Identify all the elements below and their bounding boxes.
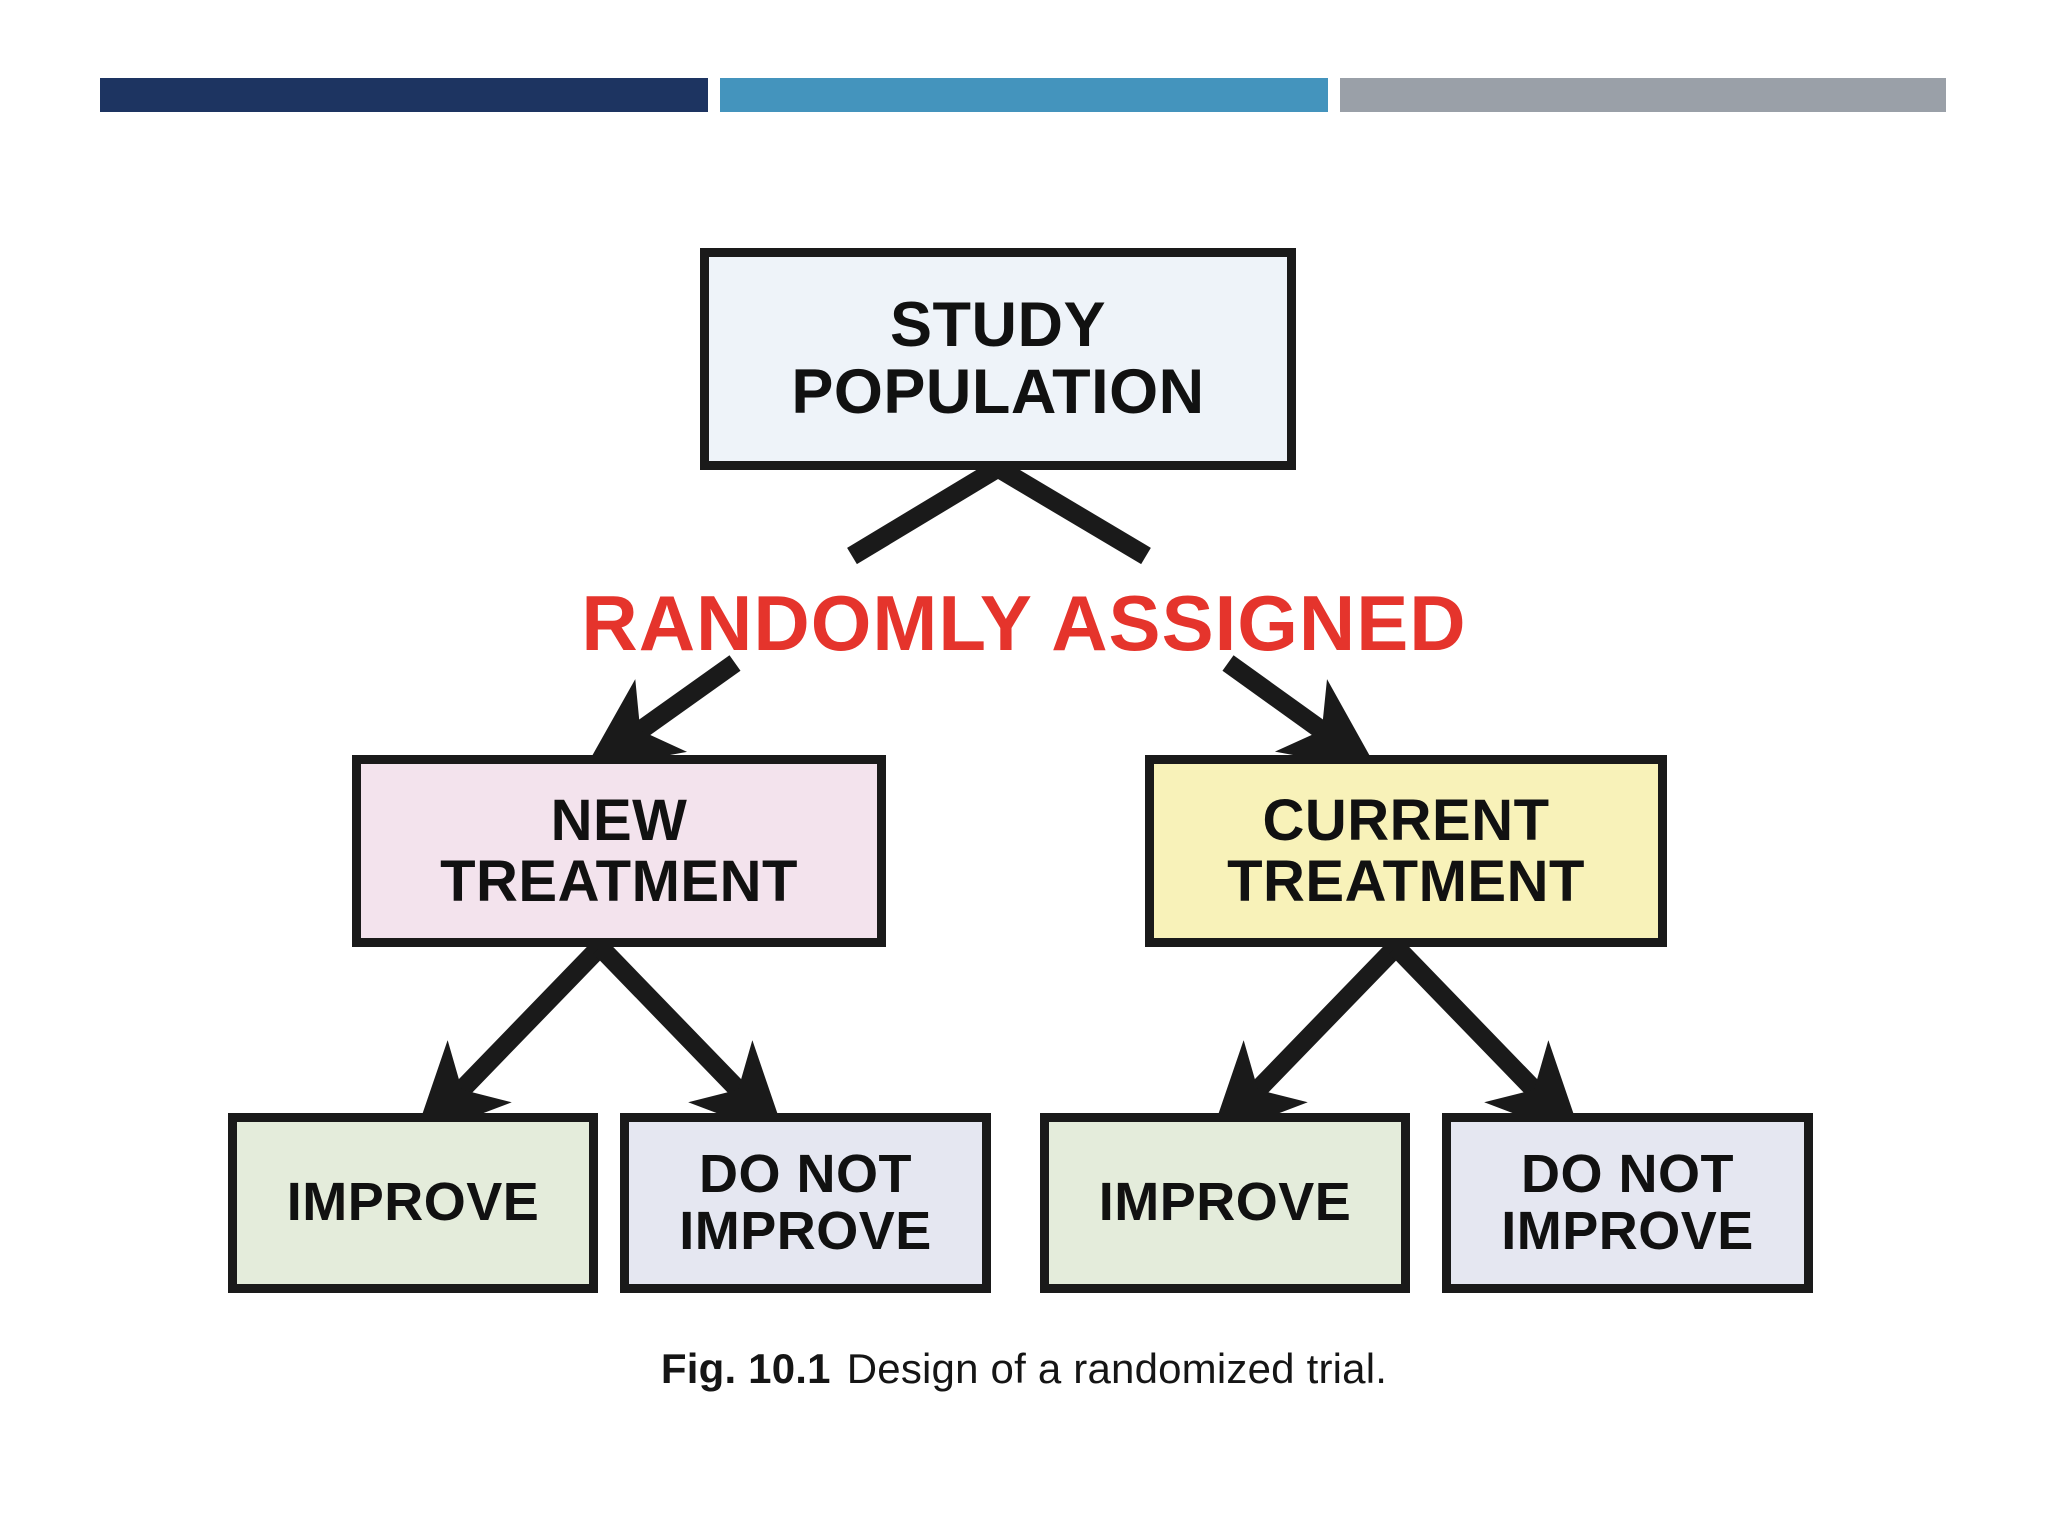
node-do-not-improve-new-line2: IMPROVE [679, 1201, 932, 1261]
header-bar-blue [720, 78, 1328, 112]
node-do-not-improve-new-line1: DO NOT [698, 1143, 912, 1204]
figure-caption-number: Fig. 10.1 [660, 1345, 831, 1392]
node-improve-current-treatment-label: IMPROVE [1098, 1172, 1352, 1233]
node-do-not-improve-current-treatment-label: DO NOT IMPROVE [1501, 1143, 1754, 1261]
header-bar-gray [1340, 78, 1946, 112]
edge-current-treatment-to-do-not-improve [1389, 940, 1583, 1140]
node-study-population: STUDY POPULATION [700, 248, 1296, 470]
node-study-population-label: STUDY POPULATION [791, 292, 1204, 426]
figure-caption: Fig. 10.1 Design of a randomized trial. [0, 1345, 2048, 1393]
node-improve-current-treatment: IMPROVE [1040, 1113, 1410, 1293]
node-new-treatment-label: NEW TREATMENT [440, 787, 798, 914]
node-study-population-line2: POPULATION [791, 357, 1205, 427]
node-new-treatment: NEW TREATMENT [352, 755, 886, 947]
node-improve-new-treatment: IMPROVE [228, 1113, 598, 1293]
header-rule-band [0, 0, 2048, 140]
edge-study-to-randomization [847, 459, 1151, 565]
node-do-not-improve-new-treatment: DO NOT IMPROVE [620, 1113, 991, 1293]
edge-new-treatment-to-do-not-improve [593, 940, 787, 1140]
node-do-not-improve-current-line2: IMPROVE [1501, 1201, 1754, 1261]
edge-randomized-to-current-treatment [1222, 655, 1379, 771]
node-current-treatment-line2: TREATMENT [1227, 849, 1585, 914]
node-do-not-improve-new-treatment-label: DO NOT IMPROVE [679, 1143, 932, 1261]
node-do-not-improve-current-treatment: DO NOT IMPROVE [1442, 1113, 1813, 1293]
node-current-treatment-line1: CURRENT [1262, 787, 1550, 853]
node-current-treatment-label: CURRENT TREATMENT [1227, 787, 1585, 914]
randomly-assigned-label: RANDOMLY ASSIGNED [581, 579, 1467, 667]
header-bar-navy [100, 78, 708, 112]
edge-current-treatment-to-improve [1209, 940, 1403, 1140]
edge-randomized-to-new-treatment [583, 655, 741, 771]
node-new-treatment-line2: TREATMENT [440, 849, 798, 914]
edge-new-treatment-to-improve [413, 940, 607, 1140]
node-study-population-line1: STUDY [889, 290, 1107, 361]
node-new-treatment-line1: NEW [550, 787, 688, 853]
node-current-treatment: CURRENT TREATMENT [1145, 755, 1667, 947]
node-do-not-improve-current-line1: DO NOT [1520, 1143, 1734, 1204]
node-improve-new-treatment-label: IMPROVE [286, 1172, 540, 1233]
figure-caption-text: Design of a randomized trial. [846, 1345, 1388, 1392]
